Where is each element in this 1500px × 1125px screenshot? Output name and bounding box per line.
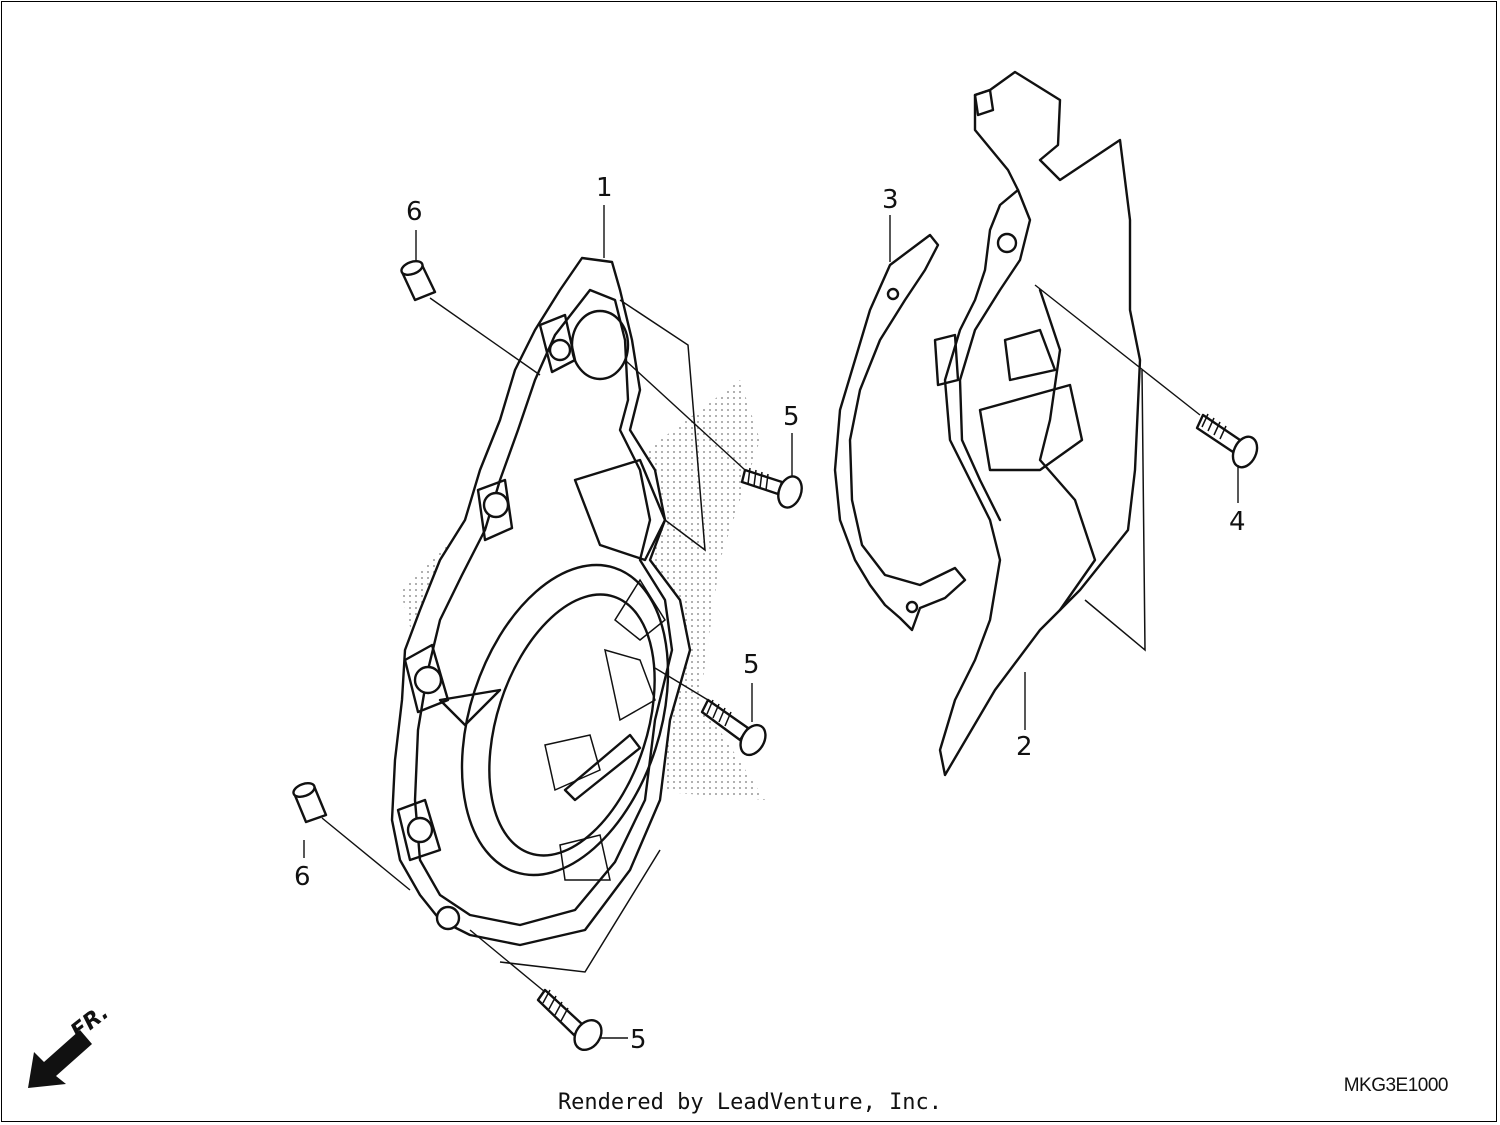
left-crankcase-cover[interactable] [390,256,765,973]
callout-2: 2 [1016,732,1033,762]
callout-5-middle: 5 [743,650,760,680]
bolt-upper[interactable] [740,467,806,511]
footer-credit: Rendered by LeadVenture, Inc. [557,1090,943,1115]
guide-plate[interactable] [833,233,967,632]
diagram-code: MKG3E1000 [1343,1075,1449,1096]
bolt-lower[interactable] [536,988,607,1055]
callout-1: 1 [596,173,613,203]
dowel-pin-upper[interactable] [400,259,437,302]
dowel-pin-lower[interactable] [292,781,328,824]
sprocket-cover[interactable] [933,70,1146,777]
callout-5-upper: 5 [783,402,800,432]
callout-3: 3 [882,185,899,215]
callout-5-lower: 5 [630,1025,647,1055]
leader-lines [303,205,1239,1039]
bolt-middle[interactable] [700,698,771,759]
callout-4: 4 [1229,507,1246,537]
callout-6-upper: 6 [406,197,423,227]
callout-6-lower: 6 [294,862,311,892]
bolt-sprocket-cover[interactable] [1195,413,1262,471]
front-direction-arrow: FR. [28,1000,114,1088]
